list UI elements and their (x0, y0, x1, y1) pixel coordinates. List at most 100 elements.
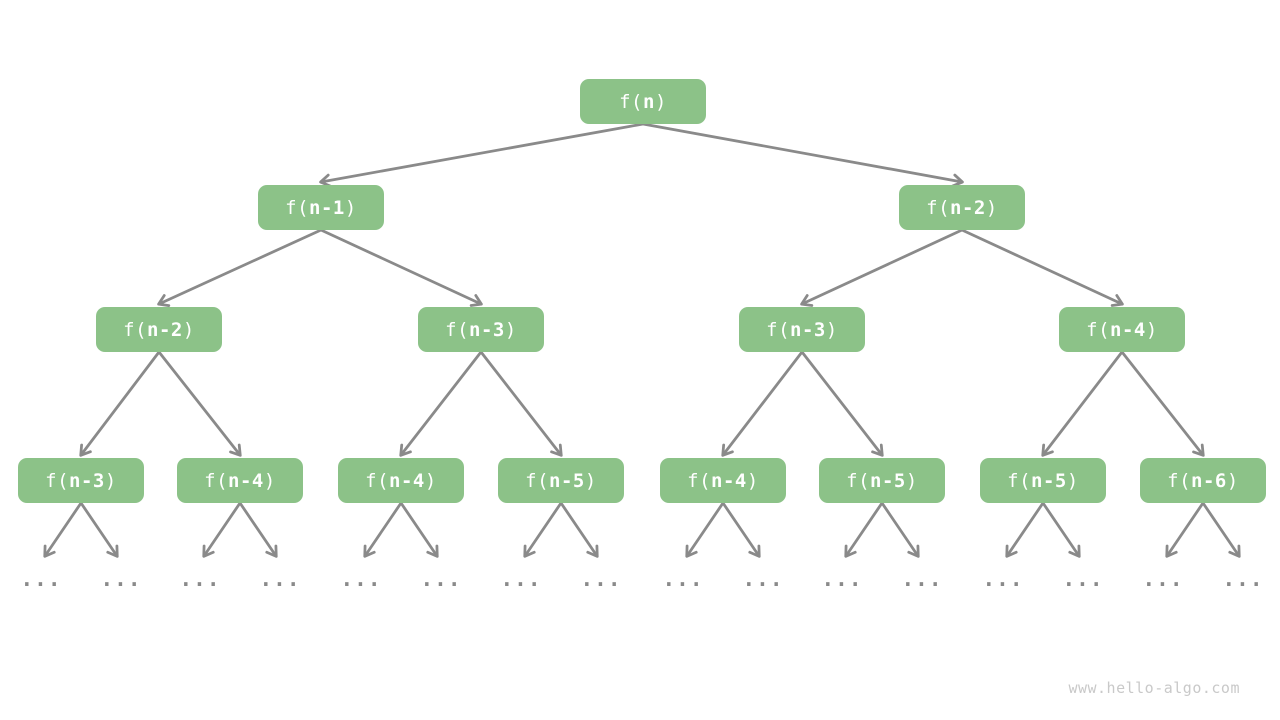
ellipsis: ... (821, 567, 863, 591)
edge-arrow (43, 501, 83, 558)
ellipsis: ... (662, 567, 704, 591)
tree-node: f(n-3) (739, 307, 865, 352)
node-label-post: ) (1226, 469, 1239, 492)
node-label-post: ) (746, 469, 759, 492)
tree-node: f(n-4) (1059, 307, 1185, 352)
ellipsis: ... (1062, 567, 1104, 591)
node-label-pre: f( (926, 196, 951, 219)
edge-arrow (685, 501, 725, 558)
edge-arrow (157, 228, 323, 307)
tree-node: f(n-5) (980, 458, 1106, 503)
tree-node: f(n-4) (338, 458, 464, 503)
node-label-post: ) (263, 469, 276, 492)
node-label-arg: n-4 (1110, 318, 1146, 341)
edge-arrow (559, 501, 599, 558)
tree-node: f(n-1) (258, 185, 384, 230)
edge-arrow (1041, 350, 1124, 457)
node-label-pre: f( (204, 469, 229, 492)
edge-arrow (844, 501, 884, 558)
node-label-arg: n-3 (69, 469, 105, 492)
node-label-pre: f( (445, 318, 470, 341)
edge-arrow (800, 350, 884, 457)
tree-node: f(n-4) (660, 458, 786, 503)
node-label-arg: n-3 (790, 318, 826, 341)
edge-arrow (79, 350, 161, 457)
node-label-post: ) (424, 469, 437, 492)
node-label-pre: f( (766, 318, 791, 341)
edge-arrow (721, 350, 804, 457)
node-label-arg: n-4 (228, 469, 264, 492)
node-label-post: ) (504, 318, 517, 341)
node-label-pre: f( (285, 196, 310, 219)
node-label-pre: f( (619, 90, 643, 113)
ellipsis: ... (742, 567, 784, 591)
node-label-post: ) (104, 469, 117, 492)
tree-node: f(n-5) (819, 458, 945, 503)
node-label-arg: n-6 (1191, 469, 1227, 492)
node-label-arg: n-1 (309, 196, 345, 219)
node-label-pre: f( (1007, 469, 1032, 492)
node-label-post: ) (1145, 318, 1158, 341)
node-label-post: ) (1066, 469, 1079, 492)
edge-arrow (523, 501, 563, 558)
edge-arrow (1201, 501, 1241, 558)
edge-arrow (641, 122, 964, 188)
node-label-pre: f( (525, 469, 550, 492)
ellipsis: ... (259, 567, 301, 591)
tree-node: f(n-2) (899, 185, 1025, 230)
edge-arrow (960, 228, 1124, 307)
node-label-arg: n-2 (950, 196, 986, 219)
node-label-post: ) (182, 318, 195, 341)
node-label-arg: n (642, 90, 655, 113)
edge-arrow (399, 350, 483, 457)
edge-arrow (319, 228, 483, 307)
node-label-arg: n-4 (711, 469, 747, 492)
node-label-arg: n-4 (389, 469, 425, 492)
node-label-arg: n-2 (147, 318, 183, 341)
node-label-post: ) (344, 196, 357, 219)
edge-arrow (363, 501, 403, 558)
edge-arrow (202, 501, 242, 558)
edge-arrow (1041, 501, 1081, 558)
node-label-post: ) (584, 469, 597, 492)
node-label-post: ) (905, 469, 918, 492)
edge-arrow (479, 350, 563, 457)
node-label-arg: n-5 (549, 469, 585, 492)
edge-arrow (1005, 501, 1045, 558)
edge-arrow (721, 501, 761, 558)
ellipsis: ... (1222, 567, 1264, 591)
ellipsis: ... (340, 567, 382, 591)
node-label-pre: f( (123, 318, 148, 341)
edge-arrow (800, 228, 964, 307)
tree-node: f(n-3) (18, 458, 144, 503)
tree-node: f(n-4) (177, 458, 303, 503)
edge-arrow (319, 122, 645, 188)
ellipsis: ... (179, 567, 221, 591)
node-label-pre: f( (846, 469, 871, 492)
edge-arrow (238, 501, 278, 558)
watermark: www.hello-algo.com (1068, 679, 1240, 697)
tree-node: f(n) (580, 79, 706, 124)
node-label-arg: n-5 (1031, 469, 1067, 492)
node-label-arg: n-5 (870, 469, 906, 492)
ellipsis: ... (500, 567, 542, 591)
tree-node: f(n-6) (1140, 458, 1266, 503)
ellipsis: ... (1142, 567, 1184, 591)
node-label-pre: f( (687, 469, 712, 492)
edge-arrow (880, 501, 920, 558)
node-label-post: ) (985, 196, 998, 219)
ellipsis: ... (901, 567, 943, 591)
node-label-pre: f( (365, 469, 390, 492)
tree-node: f(n-2) (96, 307, 222, 352)
edge-arrow (1120, 350, 1205, 457)
ellipsis: ... (982, 567, 1024, 591)
ellipsis: ... (580, 567, 622, 591)
edge-arrow (1165, 501, 1205, 558)
tree-node: f(n-5) (498, 458, 624, 503)
edge-arrow (79, 501, 119, 558)
node-label-arg: n-3 (469, 318, 505, 341)
node-label-pre: f( (1086, 318, 1111, 341)
node-label-pre: f( (45, 469, 70, 492)
